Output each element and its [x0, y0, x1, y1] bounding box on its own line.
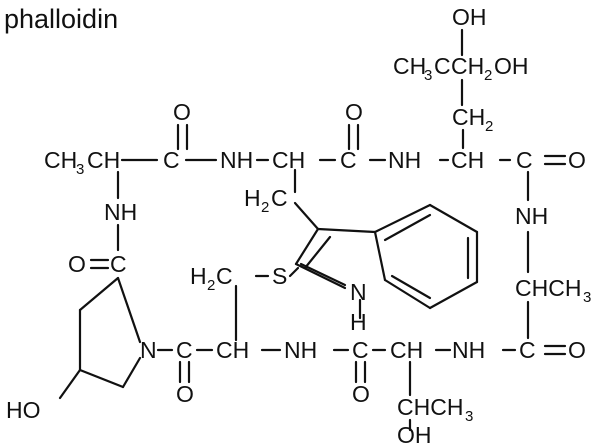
atom-o-bot2: O — [352, 381, 370, 407]
atom-ch-row1c: CH — [451, 147, 484, 173]
atom-n-ring: N — [140, 337, 157, 363]
atom-ch3-top-sub: 3 — [424, 67, 432, 84]
atom-ch-left: CH — [87, 147, 120, 173]
atom-o-bot3: O — [568, 337, 586, 363]
atom-ch2-upper: CH — [452, 104, 485, 130]
atom-c-left: C — [110, 251, 127, 277]
atom-ch3-left-sub: 3 — [76, 161, 84, 178]
atom-nh-row1b: NH — [388, 147, 421, 173]
atom-h2c-c: C — [271, 185, 288, 211]
atom-c-bot1: C — [176, 337, 193, 363]
diagram-title: phalloidin — [4, 4, 118, 34]
atom-o-left: O — [68, 251, 86, 277]
atom-h2c-s: H — [190, 263, 207, 289]
atom-h-indole: H — [350, 309, 367, 335]
atom-labels: OH CH 3 C CH 2 OH CH 2 O O CH 3 CH C NH … — [6, 4, 591, 446]
atom-h2c: H — [244, 185, 261, 211]
atom-c-bot2: C — [352, 337, 369, 363]
atom-c-bot3: C — [519, 337, 536, 363]
atom-ch2-upper-sub: 2 — [485, 118, 493, 135]
atom-h2c-s-sub: 2 — [207, 277, 215, 294]
atom-oh-top: OH — [452, 4, 487, 30]
atom-c-top: C — [434, 53, 451, 79]
atom-c-row1b: C — [340, 147, 357, 173]
atom-o-bot1: O — [176, 381, 194, 407]
atom-ch3-top: CH — [393, 53, 426, 79]
atom-s: S — [272, 263, 287, 289]
atom-c-row1a: C — [163, 147, 180, 173]
atom-ch-row1: CH — [272, 147, 305, 173]
bond-lines — [58, 28, 567, 432]
atom-ch-bot1: CH — [216, 337, 249, 363]
atom-nh-bot1: NH — [284, 337, 317, 363]
atom-h2c-s-c: C — [216, 263, 233, 289]
atom-ch2oh-top-oh: OH — [494, 53, 529, 79]
atom-o-top1: O — [173, 99, 191, 125]
atom-ho-left: HO — [6, 397, 41, 423]
atom-o-right: O — [568, 147, 586, 173]
atom-nh-bot2: NH — [452, 337, 485, 363]
atom-c-right: C — [516, 147, 533, 173]
atom-chch3-bot-sub: 3 — [465, 408, 473, 425]
atom-ch3-left: CH — [44, 147, 77, 173]
atom-h2c-sub: 2 — [261, 199, 269, 216]
atom-nh-right: NH — [515, 203, 548, 229]
atom-nh-left: NH — [104, 199, 137, 225]
atom-ch2oh-top-sub: 2 — [484, 67, 492, 84]
atom-ch2oh-top: CH — [451, 53, 484, 79]
atom-nh-row1a: NH — [220, 147, 253, 173]
atom-chch3-right: CHCH — [515, 275, 581, 301]
atom-o-top2: O — [345, 99, 363, 125]
atom-oh-bot: OH — [397, 422, 432, 446]
atom-chch3-right-sub: 3 — [583, 289, 591, 306]
atom-ch-bot2: CH — [390, 337, 423, 363]
atom-chch3-bot: CHCH — [397, 394, 463, 420]
atom-n-indole: N — [350, 279, 367, 305]
